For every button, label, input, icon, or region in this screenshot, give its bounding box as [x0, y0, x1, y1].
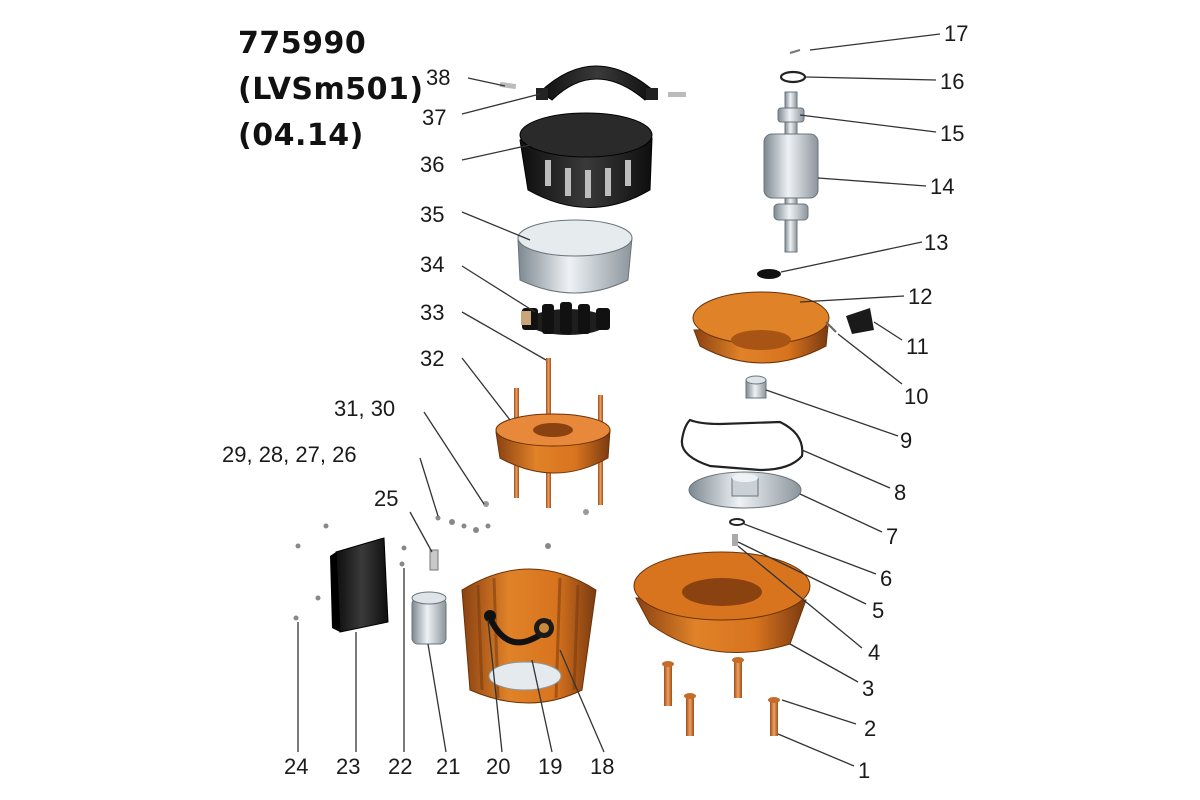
cover-part	[519, 112, 653, 208]
callout-38: 38	[426, 65, 450, 90]
callout-24: 24	[284, 754, 308, 779]
callout-2: 2	[864, 716, 876, 741]
callout-labels: 38 37 36 35 34 33 32 31, 30 29, 28, 27, …	[222, 21, 968, 783]
clip-part	[429, 549, 439, 571]
fan-part	[521, 302, 610, 335]
callout-18: 18	[590, 754, 614, 779]
callout-20: 20	[486, 754, 510, 779]
bolts-part	[662, 657, 780, 736]
callout-5: 5	[872, 598, 884, 623]
callout-10: 10	[904, 384, 928, 409]
callout-16: 16	[940, 69, 964, 94]
callout-13: 13	[924, 230, 948, 255]
callout-29-26: 29, 28, 27, 26	[222, 442, 357, 467]
callout-25: 25	[374, 486, 398, 511]
callout-3: 3	[862, 676, 874, 701]
model-code: (LVSm501)	[238, 72, 424, 107]
screws-30-31	[483, 501, 589, 515]
callout-37: 37	[422, 105, 446, 130]
small-screw-part	[732, 534, 738, 546]
callout-31-30: 31, 30	[334, 396, 395, 421]
fan-shroud-part	[517, 219, 633, 294]
diaphragm-plate-part	[688, 471, 802, 509]
callout-34: 34	[420, 252, 444, 277]
bushing-part	[745, 375, 767, 399]
leader-lines	[297, 33, 941, 767]
callout-22: 22	[388, 754, 412, 779]
seal-part	[757, 269, 781, 279]
callout-19: 19	[538, 754, 562, 779]
small-pin-part	[825, 321, 837, 333]
hardware-26-29	[435, 515, 491, 533]
gasket-part	[680, 418, 804, 472]
callout-4: 4	[868, 640, 880, 665]
washer-part	[729, 518, 745, 526]
callout-14: 14	[930, 174, 954, 199]
small-screws	[293, 523, 551, 621]
callout-7: 7	[886, 524, 898, 549]
rear-bracket-part	[495, 358, 611, 508]
terminal-box-part	[330, 537, 389, 633]
callout-8: 8	[894, 480, 906, 505]
upper-bracket-part	[692, 291, 830, 364]
callout-36: 36	[420, 152, 444, 177]
callout-35: 35	[420, 202, 444, 227]
stator-housing-part	[461, 568, 597, 704]
callout-15: 15	[940, 121, 964, 146]
capacitor-part	[411, 591, 447, 645]
handle-part	[499, 65, 686, 101]
callout-33: 33	[420, 300, 444, 325]
callout-11: 11	[906, 334, 929, 359]
callout-21: 21	[436, 754, 460, 779]
revision-date: (04.14)	[238, 118, 364, 153]
callout-6: 6	[880, 566, 892, 591]
pump-base-part	[633, 551, 811, 653]
callout-23: 23	[336, 754, 360, 779]
callout-9: 9	[900, 428, 912, 453]
callout-32: 32	[420, 346, 444, 371]
callout-17: 17	[944, 21, 968, 46]
ring-part	[779, 70, 807, 84]
model-number: 775990	[238, 26, 367, 61]
callout-12: 12	[908, 284, 932, 309]
rotor-shaft-part	[763, 91, 819, 253]
plug-part	[846, 308, 874, 334]
pin-part	[789, 49, 801, 54]
callout-1: 1	[858, 758, 870, 783]
